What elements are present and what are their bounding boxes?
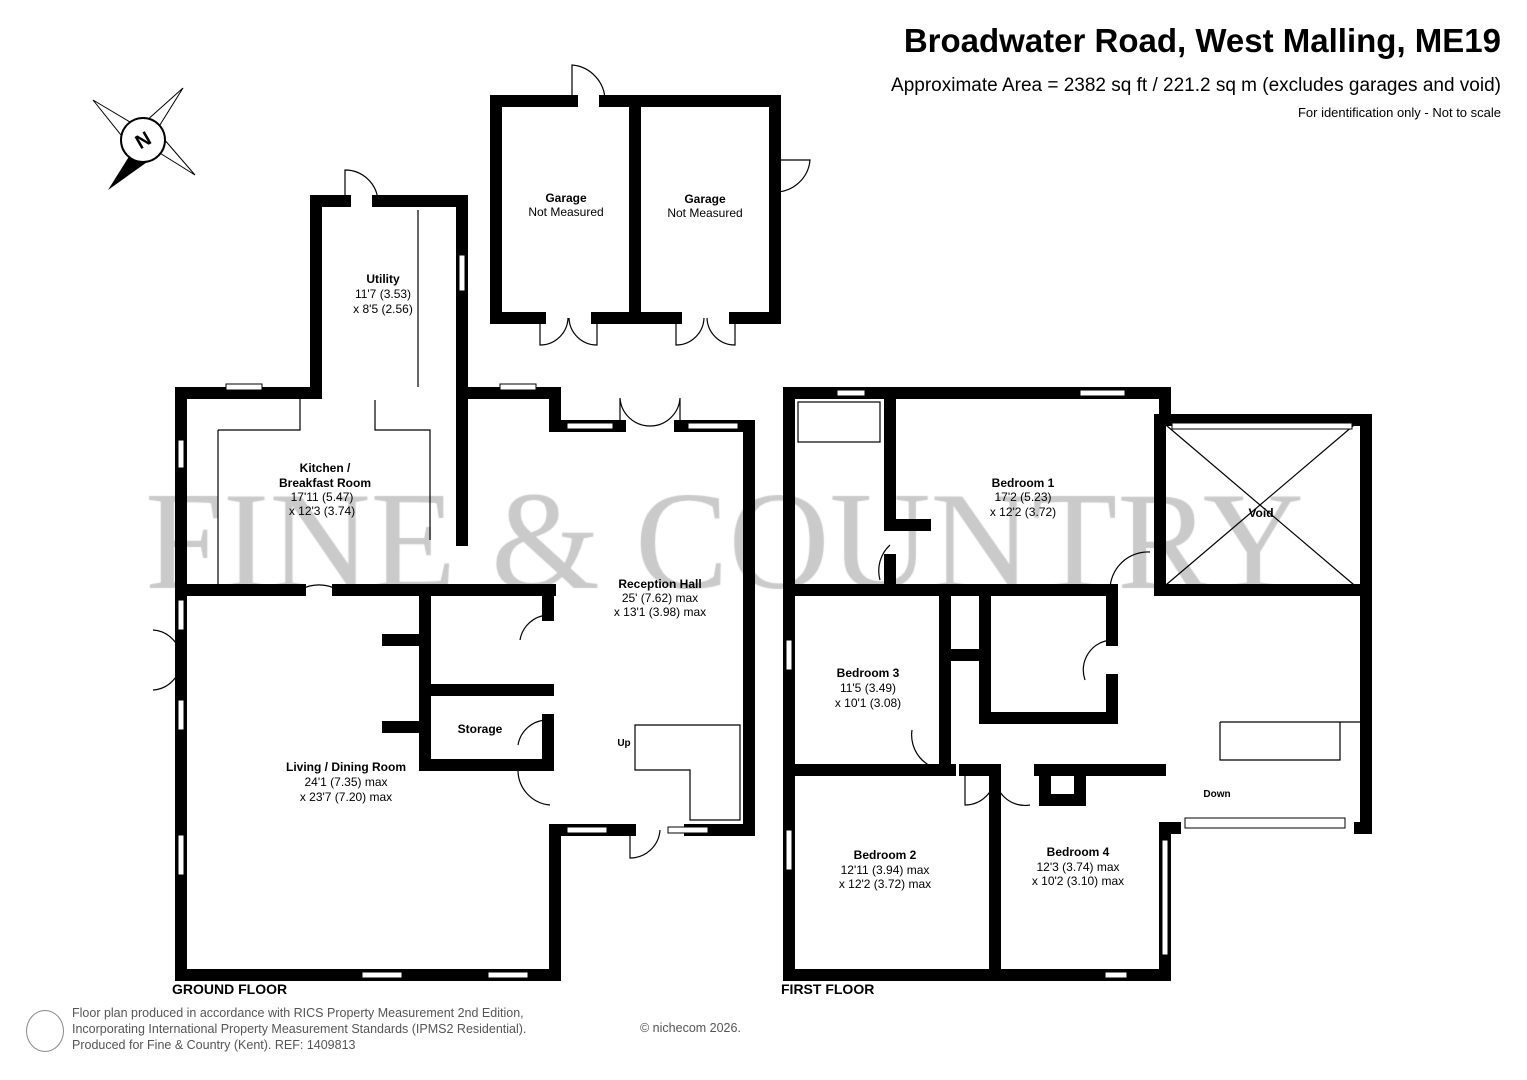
footer-line: Floor plan produced in accordance with R… (72, 1006, 524, 1020)
person-info-icon (26, 1010, 64, 1052)
ground-floor-label: GROUND FLOOR (172, 981, 288, 997)
footer-text: Floor plan produced in accordance with R… (72, 1005, 526, 1053)
room-dims: 17'2 (5.23) (995, 490, 1052, 504)
room-dims: Not Measured (528, 205, 603, 219)
room-name-bedroom-3: Bedroom 3 (837, 666, 900, 680)
room-name-garage-2: Garage (684, 192, 726, 206)
ground-floor-labels: Garage Not Measured Garage Not Measured … (279, 191, 743, 804)
room-dims: x 12'3 (3.74) (289, 504, 355, 518)
room-name-storage: Storage (458, 722, 503, 736)
room-dims: x 8'5 (2.56) (353, 302, 413, 316)
room-dims: 17'11 (5.47) (291, 490, 354, 504)
room-dims: x 10'1 (3.08) (835, 696, 901, 710)
room-name-kitchen-2: Breakfast Room (279, 476, 371, 490)
room-dims: x 12'2 (3.72) (990, 505, 1056, 519)
room-dims: x 12'2 (3.72) max (839, 877, 931, 891)
room-name-kitchen: Kitchen / (300, 461, 351, 475)
garages (490, 64, 811, 346)
room-dims: x 13'1 (3.98) max (614, 605, 706, 619)
stairs-down-label: Down (1203, 789, 1230, 800)
room-name-bedroom-2: Bedroom 2 (854, 848, 917, 862)
copyright: © nichecom 2026. (640, 1021, 741, 1035)
room-name-living-dining: Living / Dining Room (286, 760, 406, 774)
room-name-void: Void (1248, 506, 1273, 520)
stairs-up-label: Up (617, 738, 630, 749)
room-name-garage-1: Garage (545, 191, 587, 205)
property-title: Broadwater Road, West Malling, ME19 (903, 22, 1501, 59)
room-dims: x 23'7 (7.20) max (300, 790, 392, 804)
room-dims: 12'3 (3.74) max (1037, 860, 1120, 874)
room-dims: 12'11 (3.94) max (841, 863, 930, 877)
approximate-area: Approximate Area = 2382 sq ft / 221.2 sq… (891, 75, 1501, 96)
room-dims: 25' (7.62) max (622, 591, 698, 605)
room-name-utility: Utility (366, 272, 400, 286)
first-floor-labels: Bedroom 1 17'2 (5.23) x 12'2 (3.72) Void… (835, 476, 1274, 891)
room-dims: 11'7 (3.53) (355, 287, 411, 301)
room-dims: 24'1 (7.35) max (305, 775, 388, 789)
first-floor-label: FIRST FLOOR (781, 981, 875, 997)
ground-floor-walls (152, 169, 755, 981)
room-name-reception-hall: Reception Hall (618, 577, 701, 591)
room-dims: 11'5 (3.49) (840, 681, 896, 695)
identification-note: For identification only - Not to scale (1297, 105, 1501, 120)
footer-line: Incorporating International Property Mea… (72, 1022, 527, 1036)
room-name-bedroom-4: Bedroom 4 (1047, 845, 1110, 859)
room-dims: Not Measured (667, 206, 742, 220)
footer-line: Produced for Fine & Country (Kent). REF:… (72, 1038, 356, 1052)
compass-icon: N (92, 87, 196, 190)
room-dims: x 10'2 (3.10) max (1032, 874, 1124, 888)
room-name-bedroom-1: Bedroom 1 (992, 476, 1055, 490)
first-floor-walls (783, 387, 1372, 981)
